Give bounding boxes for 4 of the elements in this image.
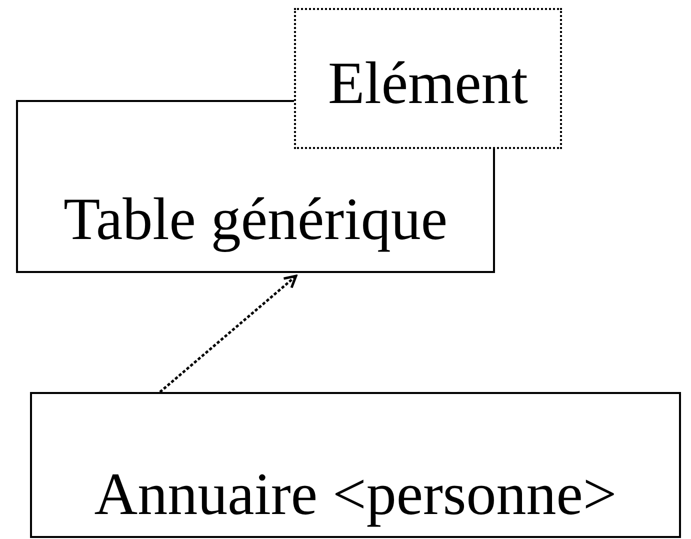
class-box — [30, 392, 681, 538]
class-name: Elément — [328, 53, 528, 113]
realization-arrow — [159, 274, 298, 393]
template-parameter-box — [294, 8, 562, 149]
